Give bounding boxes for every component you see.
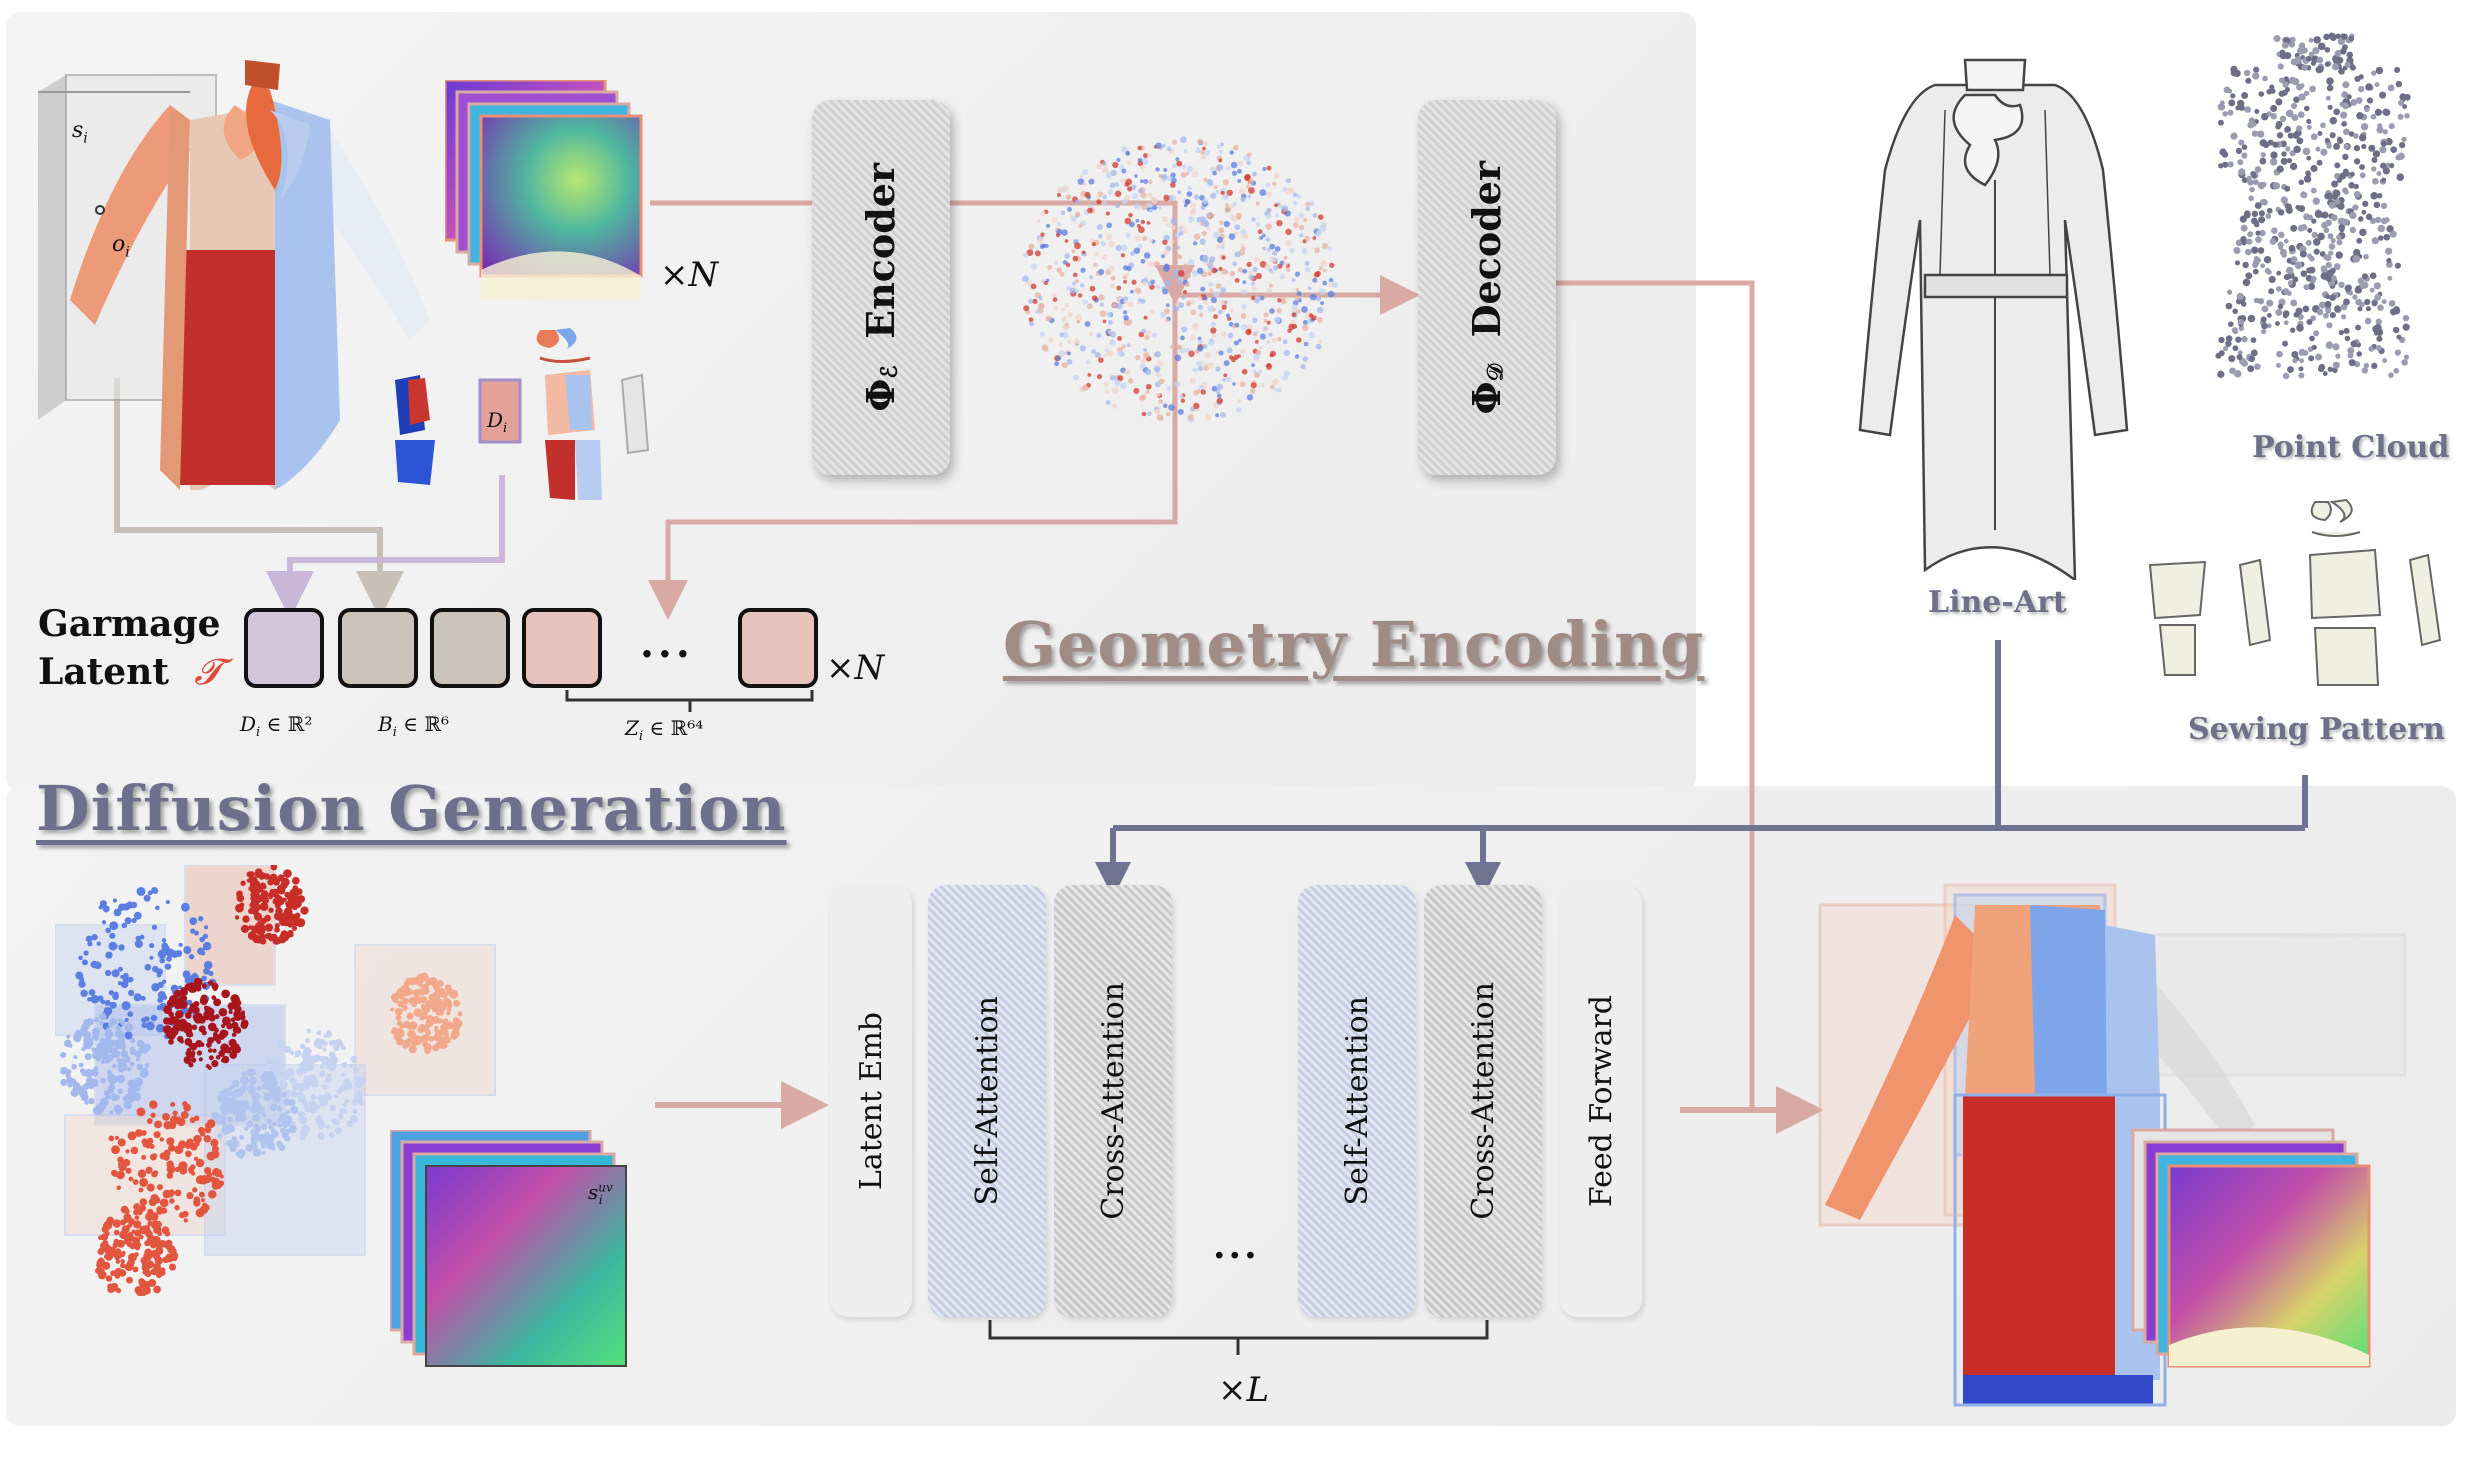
transformer-ellipsis: ... [1213,1225,1260,1267]
sewing-pattern-label: Sewing Pattern [2188,712,2445,747]
noisy-garment-input [55,865,496,1297]
self-attention-label-2: Self-Attention [1339,996,1375,1206]
latent-point-cloud [1022,136,1338,423]
cross-attention-label-1: Cross-Attention [1095,982,1131,1220]
transformer-repeat-label: ×L [1218,1370,1270,1410]
encoder-symbol: Φ [858,378,903,412]
geometry-encoding-title: Geometry Encoding [1003,608,1705,681]
encoder-label: Encoder [858,163,903,339]
latent-ellipsis: ... [640,620,694,667]
garment-bbox-label: si [72,118,88,147]
latent-emb-block: Latent Emb [830,885,912,1317]
garment-3d-illustration [38,60,430,490]
latent-last-box [738,608,818,688]
latent-d-caption: Di ∈ ℝ² [240,712,313,740]
self-attention-block-2: Self-Attention [1298,885,1416,1317]
latent-emb-label: Latent Emb [853,1011,889,1191]
noisy-uv-label: suvi [588,1180,613,1207]
encoder-block: Φℰ Encoder [812,100,950,475]
point-cloud-label: Point Cloud [2252,430,2450,465]
decoder-label: Decoder [1464,160,1509,338]
feed-forward-label: Feed Forward [1583,994,1619,1208]
uv-stack-multiplier: ×N [660,255,719,295]
noisy-uv-stack [390,1130,627,1367]
latent-d-box [244,608,324,688]
feed-forward-block: Feed Forward [1560,885,1642,1317]
latent-box-3 [430,608,510,688]
decoder-block: Φ𝒟 Decoder [1418,100,1556,475]
garment-panel-pieces [395,328,650,500]
latent-multiplier: ×N [826,648,885,688]
cross-attention-block-1: Cross-Attention [1054,885,1172,1317]
decoder-subscript: 𝒟 [1482,363,1509,382]
encoder-subscript: ℰ [876,365,903,379]
diffusion-generation-title: Diffusion Generation [36,772,787,845]
encoder-to-latent-arrow [950,200,1195,305]
garmage-latent-label: Garmage Latent 𝓣 [38,603,222,693]
garmage-latent-symbol: 𝓣 [194,652,222,693]
line-art-label: Line-Art [1928,585,2067,620]
latent-to-z-arrow [648,300,1178,620]
latent-b-caption: Bi ∈ ℝ⁶ [378,712,450,740]
decoder-symbol: Φ [1464,381,1509,415]
point-cloud-dress [2215,32,2411,380]
cross-attention-block-2: Cross-Attention [1424,885,1542,1317]
d-to-latent-arrow [266,475,505,619]
sewing-pattern-pieces [2148,498,2442,686]
generated-garment-output [1818,883,2407,1407]
repeat-brace [988,1320,1489,1355]
self-attention-label-1: Self-Attention [969,996,1005,1206]
uv-map-stack [445,80,643,300]
latent-z-box [522,608,602,688]
cross-attention-label-2: Cross-Attention [1465,982,1501,1220]
self-attention-block-1: Self-Attention [928,885,1046,1317]
garment-origin-label: oi [112,232,130,261]
z-brace [565,690,814,712]
latent-b-box [338,608,418,688]
panel-d-label: Di [487,408,508,436]
line-art-dress [1858,58,2129,580]
latent-z-caption: Zi ∈ ℝ⁶⁴ [625,716,704,744]
